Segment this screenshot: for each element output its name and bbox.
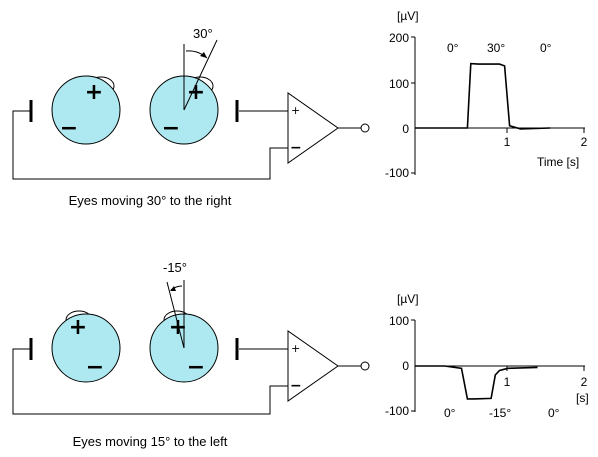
positive-sign: + bbox=[187, 80, 205, 105]
differential-amplifier: + − bbox=[287, 92, 370, 164]
angle-arrowhead bbox=[200, 52, 207, 58]
wire-left-electrode bbox=[12, 348, 288, 415]
panel-caption: Eyes moving 15° to the left bbox=[73, 434, 228, 449]
positive-sign: + bbox=[69, 315, 87, 340]
x-axis-label: [s] bbox=[576, 391, 589, 405]
y-unit-label: [µV] bbox=[397, 292, 419, 306]
panel-right: + − + − 30° + − Eyes moving 30° to the r… bbox=[12, 9, 588, 208]
x-tick-label: 2 bbox=[581, 135, 588, 149]
x-tick-label: 2 bbox=[581, 375, 588, 389]
negative-sign: − bbox=[86, 355, 104, 380]
right-eye: + − 30° bbox=[149, 26, 219, 145]
y-tick-label: 200 bbox=[389, 31, 409, 45]
eog-signal-trace bbox=[415, 62, 551, 130]
angle-label: 30° bbox=[193, 26, 213, 41]
eog-signal-trace bbox=[415, 365, 538, 400]
y-unit-label: [µV] bbox=[397, 9, 419, 23]
noninverting-input-sign: + bbox=[291, 104, 300, 117]
positive-sign: + bbox=[85, 80, 103, 105]
left-eye: + − bbox=[51, 75, 121, 145]
angle-annotation: 0° bbox=[548, 406, 560, 420]
negative-sign: − bbox=[187, 355, 205, 380]
angle-annotation: 0° bbox=[444, 406, 456, 420]
left-eye: + − bbox=[51, 310, 121, 383]
x-axis-label: Time [s] bbox=[537, 155, 579, 169]
inverting-input-sign: − bbox=[290, 378, 302, 394]
angle-annotation: 0° bbox=[447, 41, 459, 55]
negative-sign: − bbox=[162, 116, 180, 141]
angle-label: -15° bbox=[163, 260, 187, 275]
angle-annotation: -15° bbox=[489, 406, 511, 420]
y-tick-label: 0 bbox=[402, 359, 409, 373]
negative-sign: − bbox=[60, 116, 78, 141]
output-terminal bbox=[360, 361, 370, 371]
angle-annotation: 30° bbox=[487, 41, 505, 55]
inverting-input-sign: − bbox=[290, 140, 302, 156]
noninverting-input-sign: + bbox=[291, 342, 300, 355]
gaze-direction-line bbox=[166, 281, 185, 349]
eog-chart-right: [µV] 200 100 0 -100 1 2 Time [s] 0° 30° … bbox=[385, 9, 588, 180]
eyeball bbox=[51, 75, 121, 145]
differential-amplifier: + − bbox=[287, 330, 370, 402]
opamp-triangle bbox=[287, 330, 339, 402]
x-tick-label: 1 bbox=[504, 375, 511, 389]
positive-sign: + bbox=[169, 315, 187, 340]
panel-left: + − + − -15° + − Eyes moving 15° to the … bbox=[12, 260, 589, 449]
y-tick-label: -100 bbox=[385, 166, 409, 180]
right-eye: + − -15° bbox=[149, 260, 219, 383]
y-tick-label: -100 bbox=[385, 404, 409, 418]
x-tick-label: 1 bbox=[504, 135, 511, 149]
eyeball bbox=[51, 313, 121, 383]
gaze-direction-line bbox=[183, 39, 218, 111]
angle-arrowhead bbox=[170, 286, 176, 291]
angle-annotation: 0° bbox=[540, 41, 552, 55]
y-tick-label: 100 bbox=[389, 314, 409, 328]
wire-left-electrode bbox=[12, 110, 288, 180]
y-tick-label: 0 bbox=[402, 122, 409, 136]
output-terminal bbox=[360, 123, 370, 133]
opamp-triangle bbox=[287, 92, 339, 164]
eog-chart-left: [µV] 100 0 -100 1 2 [s] 0° -15° 0° bbox=[385, 292, 589, 420]
panel-caption: Eyes moving 30° to the right bbox=[69, 193, 232, 208]
y-tick-label: 100 bbox=[389, 77, 409, 91]
